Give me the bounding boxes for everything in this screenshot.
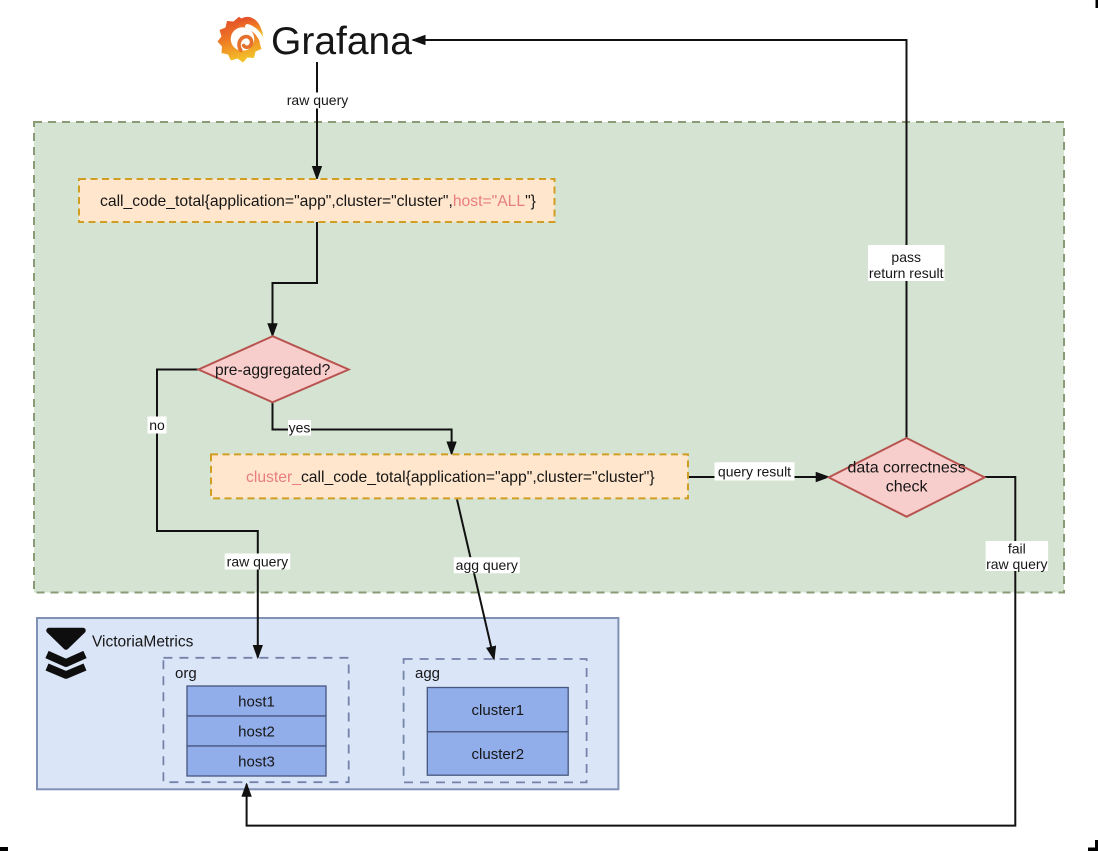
svg-text:cluster_call_code_total{applic: cluster_call_code_total{application="app… bbox=[246, 469, 655, 486]
svg-text:data correctness: data correctness bbox=[847, 460, 965, 477]
svg-text:return result: return result bbox=[869, 265, 944, 281]
svg-text:VictoriaMetrics: VictoriaMetrics bbox=[92, 634, 194, 651]
svg-text:call_code_total{application="a: call_code_total{application="app",cluste… bbox=[100, 193, 536, 210]
svg-text:raw query: raw query bbox=[287, 92, 348, 108]
svg-text:raw query: raw query bbox=[227, 554, 288, 570]
svg-text:host1: host1 bbox=[238, 694, 275, 711]
svg-text:no: no bbox=[149, 417, 165, 433]
svg-text:raw query: raw query bbox=[986, 556, 1047, 572]
svg-text:check: check bbox=[886, 479, 929, 496]
svg-text:org: org bbox=[175, 665, 197, 682]
svg-text:pass: pass bbox=[891, 249, 921, 265]
svg-text:agg: agg bbox=[415, 665, 440, 682]
svg-text:query result: query result bbox=[718, 464, 791, 480]
svg-text:cluster1: cluster1 bbox=[472, 702, 525, 719]
svg-text:yes: yes bbox=[289, 420, 311, 436]
svg-text:cluster2: cluster2 bbox=[472, 746, 525, 763]
svg-text:pre-aggregated?: pre-aggregated? bbox=[215, 362, 331, 379]
svg-text:host2: host2 bbox=[238, 724, 275, 741]
svg-text:fail: fail bbox=[1008, 541, 1026, 557]
svg-text:host3: host3 bbox=[238, 754, 275, 771]
svg-text:agg query: agg query bbox=[456, 557, 518, 573]
svg-text:Grafana: Grafana bbox=[271, 20, 412, 63]
